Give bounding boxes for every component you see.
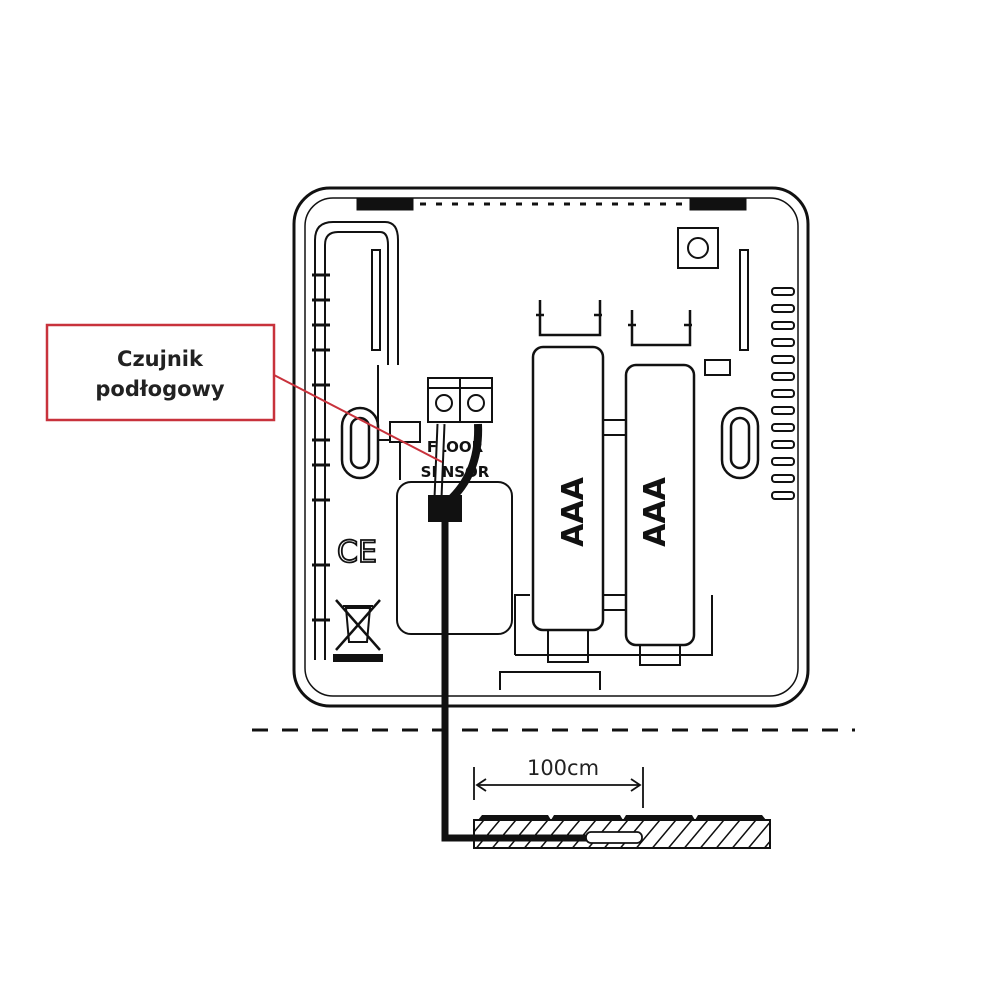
cable-cover	[396, 481, 513, 635]
sensor-wires	[433, 423, 483, 501]
thermostat-housing	[292, 186, 810, 708]
left-wire-channel	[312, 221, 401, 660]
cable-clamp	[428, 495, 462, 522]
battery-compartment	[499, 300, 731, 690]
battery-1-label: AAA	[556, 476, 591, 546]
callout-line-2: podłogowy	[95, 377, 225, 401]
battery-2-label: AAA	[638, 476, 673, 546]
weee-bin-icon	[333, 599, 383, 662]
callout-line-1: Czujnik	[117, 347, 204, 371]
battery-1: AAA	[531, 345, 605, 632]
floor-section	[445, 815, 771, 849]
distance-label: 100cm	[527, 756, 599, 780]
distance-dimension	[473, 767, 644, 808]
mounting-slot-left	[340, 406, 380, 480]
battery-2: AAA	[624, 363, 696, 647]
floor-sensor-callout: Czujnik podłogowy	[45, 323, 443, 463]
sensor-probe	[585, 831, 643, 844]
mounting-slot-right	[720, 406, 760, 480]
reset-button-icon	[677, 227, 719, 269]
vent-slots	[739, 249, 795, 500]
sensor-label: SENSOR	[421, 463, 490, 481]
ce-mark: CE	[337, 535, 377, 570]
floor-sensor-terminal-block	[389, 377, 493, 443]
